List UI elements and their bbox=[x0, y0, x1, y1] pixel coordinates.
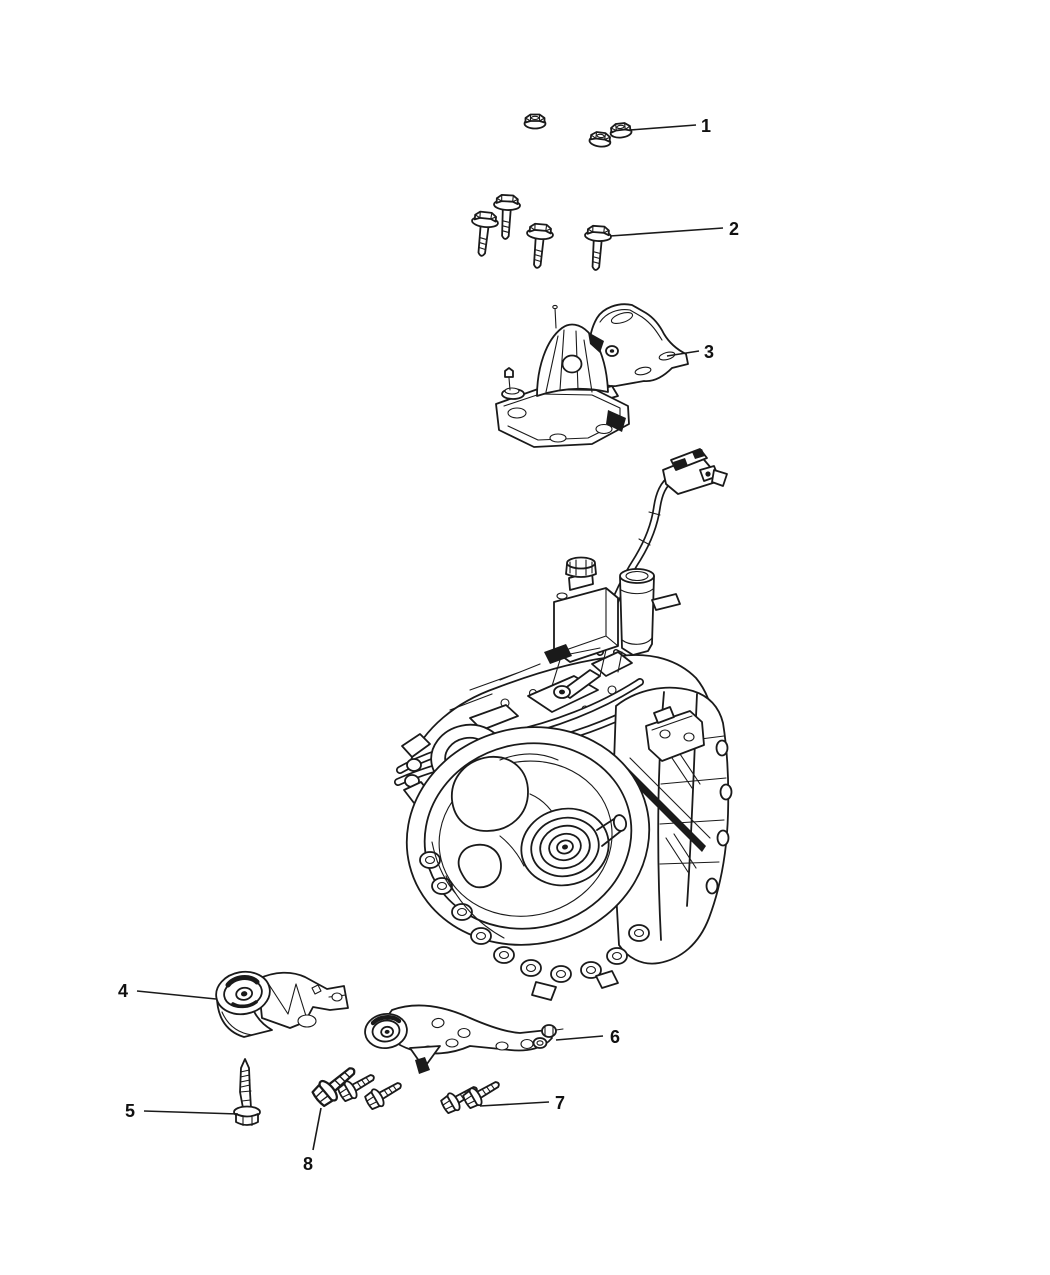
flange-nut bbox=[608, 121, 633, 140]
gearcase-right bbox=[611, 686, 733, 965]
flange-nuts-group bbox=[523, 113, 633, 149]
callout-leader-5 bbox=[143, 1110, 239, 1115]
flange-bolt bbox=[467, 209, 500, 259]
callout-leader-1 bbox=[629, 124, 697, 131]
rim-lug bbox=[520, 959, 542, 977]
rim-lug bbox=[628, 924, 650, 942]
mount-pad bbox=[645, 706, 705, 762]
callout-label-7: 7 bbox=[555, 1093, 565, 1113]
rim-lug bbox=[606, 947, 628, 965]
callouts: 1 2 3 4 5 6 7 8 bbox=[118, 116, 739, 1174]
torque-strut-mount bbox=[215, 970, 349, 1038]
rim-lug bbox=[451, 903, 473, 921]
transmission-assembly bbox=[394, 448, 733, 1001]
callout-leader-8 bbox=[312, 1107, 322, 1151]
upper-bolts-group bbox=[467, 193, 613, 272]
rim-lug bbox=[493, 946, 515, 964]
callout-label-5: 5 bbox=[125, 1101, 135, 1121]
input-shaft bbox=[520, 807, 628, 887]
callout-leader-6 bbox=[555, 1035, 604, 1041]
lower-torque-bracket bbox=[364, 1004, 564, 1074]
mount-through-bolt bbox=[233, 1058, 261, 1127]
rim-lug bbox=[431, 877, 453, 895]
callout-label-8: 8 bbox=[303, 1154, 313, 1174]
bracket-bolts-group bbox=[335, 1067, 505, 1117]
upper-mount-bracket bbox=[495, 303, 689, 448]
rim-lug bbox=[550, 965, 572, 983]
callout-label-3: 3 bbox=[704, 342, 714, 362]
callout-leader-4 bbox=[136, 990, 217, 1000]
callout-label-1: 1 bbox=[701, 116, 711, 136]
callout-leader-3 bbox=[666, 350, 700, 357]
callout-leader-7 bbox=[479, 1101, 550, 1107]
flange-bolt bbox=[523, 222, 555, 270]
flange-bolt bbox=[581, 224, 613, 272]
callout-label-4: 4 bbox=[118, 981, 128, 1001]
vent-connector bbox=[662, 448, 728, 495]
rim-lug bbox=[470, 927, 492, 945]
accumulator-cylinder bbox=[619, 568, 681, 656]
flange-nut bbox=[523, 113, 547, 130]
callout-label-6: 6 bbox=[610, 1027, 620, 1047]
callout-label-2: 2 bbox=[729, 219, 739, 239]
callout-leader-2 bbox=[609, 227, 724, 237]
flange-nut bbox=[588, 130, 613, 149]
